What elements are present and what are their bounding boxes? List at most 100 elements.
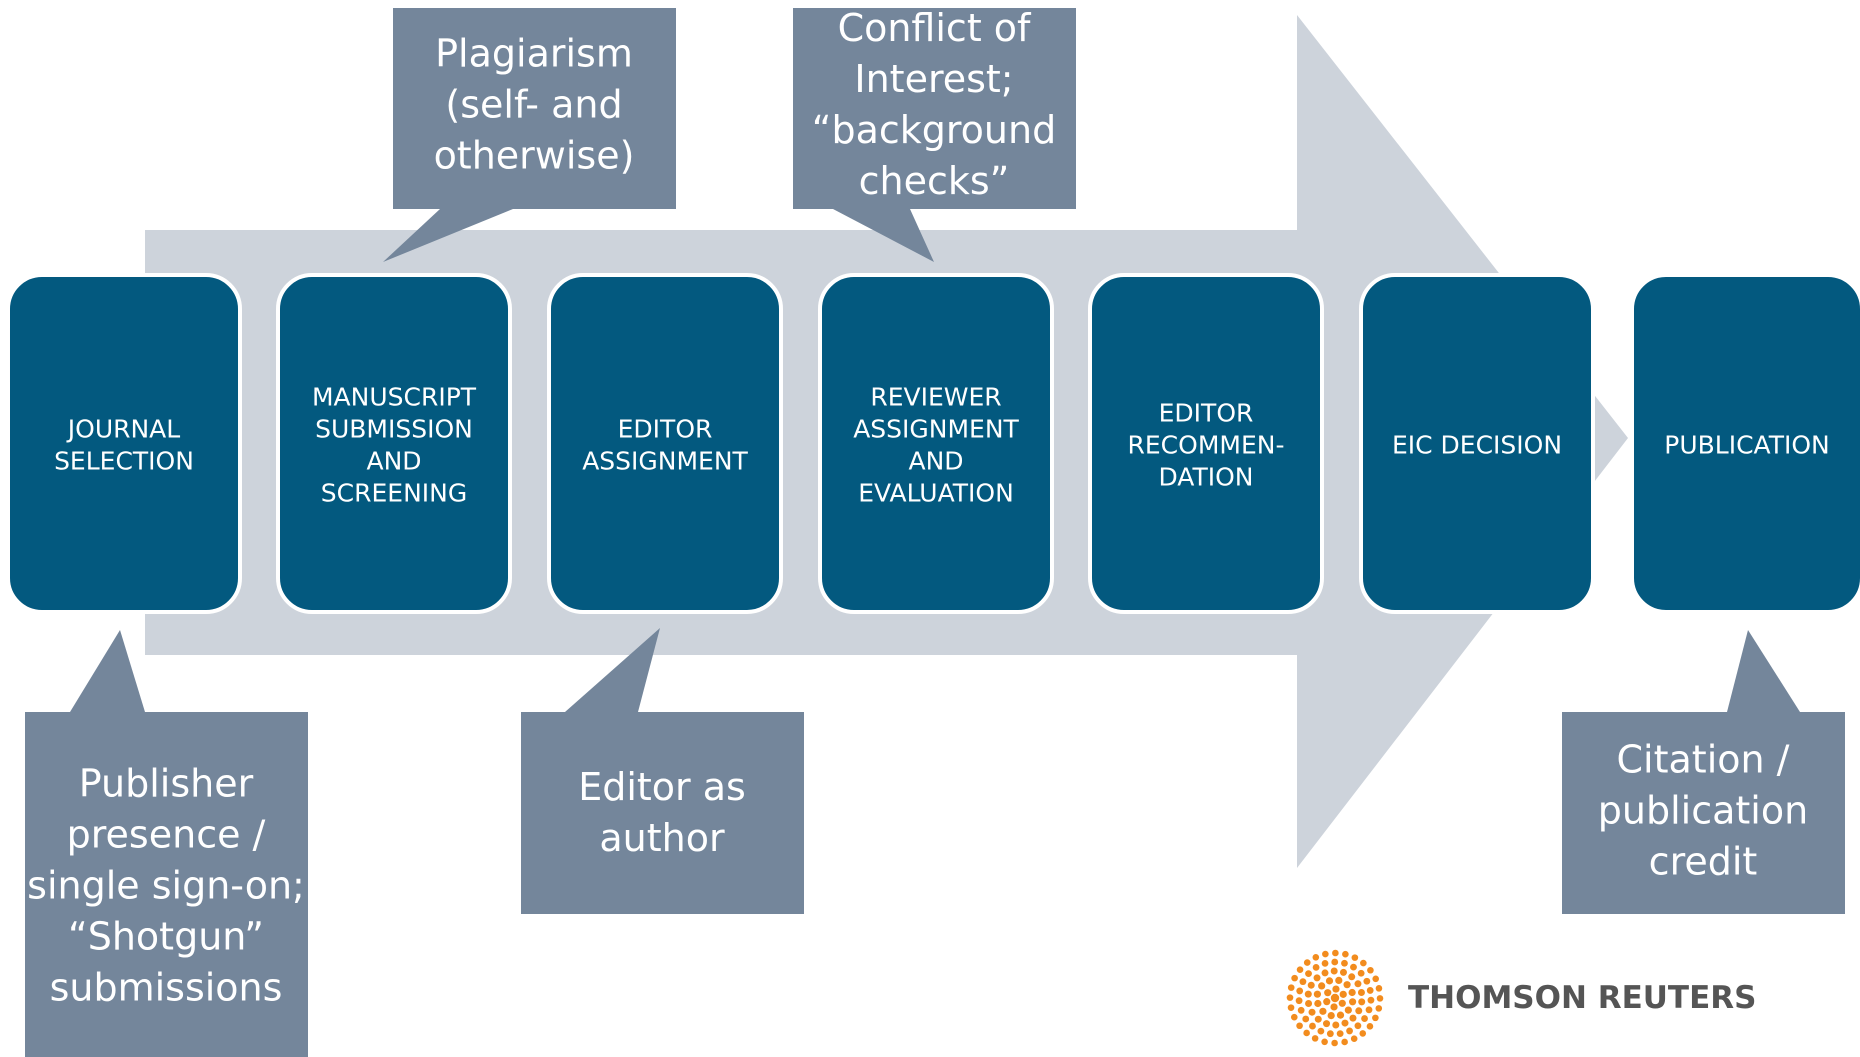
logo-dot (1358, 998, 1366, 1006)
logo-dot (1366, 987, 1374, 994)
stage-editor-assignment-box (547, 273, 783, 614)
callout-publisher-presence-pointer (70, 630, 145, 712)
logo-dot (1321, 969, 1329, 977)
logo-dot (1296, 987, 1304, 995)
callout-plagiarism-pointer (383, 209, 513, 262)
logo-dot (1346, 1027, 1353, 1035)
logo-dot (1311, 1035, 1319, 1042)
logo-dot (1305, 970, 1312, 978)
callout-conflict-of-interest-box (793, 8, 1076, 209)
logo-dot (1331, 1039, 1338, 1047)
logo-dot (1327, 1011, 1335, 1020)
logo-dot (1372, 1014, 1379, 1022)
logo-dot (1319, 1007, 1327, 1015)
logo-dot (1338, 999, 1346, 1007)
stage-manuscript-submission-label-line: AND (366, 447, 421, 476)
logo-dot (1290, 1013, 1298, 1021)
logo-dot (1336, 1030, 1344, 1038)
callout-citation-credit-label-line: publication (1598, 789, 1808, 833)
logo-dot (1323, 1020, 1331, 1028)
logo-dot (1341, 959, 1348, 967)
logo-dot (1342, 950, 1349, 958)
logo-dot (1286, 994, 1294, 1001)
stage-manuscript-submission-label-line: MANUSCRIPT (312, 383, 477, 412)
stage-reviewer-assignment-box (818, 273, 1054, 614)
stage-journal-selection-label-line: JOURNAL (66, 415, 181, 444)
logo-dot (1341, 1019, 1349, 1027)
logo-dot (1350, 1035, 1358, 1043)
logo-dot (1367, 966, 1374, 974)
stage-journal-selection-label-line: SELECTION (54, 447, 194, 476)
logo-dot (1314, 1015, 1322, 1023)
logo-dot (1341, 1038, 1348, 1046)
logo-dot (1287, 1004, 1295, 1011)
logo-dot (1354, 980, 1362, 988)
callout-publisher-presence-label-line: presence / (67, 813, 266, 857)
logo-dot (1357, 969, 1365, 977)
stage-eic-decision-label-line: EIC DECISION (1392, 431, 1562, 460)
logo-dot (1376, 995, 1384, 1002)
logo-dot (1303, 1029, 1310, 1037)
logo-dot (1296, 1022, 1303, 1030)
logo-dot (1322, 950, 1329, 958)
callout-publisher-presence-label-line: Publisher (79, 762, 254, 806)
logo-dot (1291, 974, 1298, 982)
logo-dot (1335, 976, 1343, 985)
stage-publication-box (1630, 273, 1860, 614)
logo-dot (1360, 959, 1367, 967)
stage-eic-decision-box (1359, 273, 1595, 614)
stage-publication-label-line: PUBLICATION (1664, 431, 1829, 460)
callout-plagiarism-label-line: otherwise) (434, 134, 635, 178)
stage-editor-assignment-label-line: EDITOR (618, 415, 713, 444)
callout-publisher-presence-label-line: single sign-on; (27, 864, 305, 908)
callout-editor-as-author-label-line: author (599, 816, 725, 860)
logo-dot (1314, 999, 1322, 1008)
logo-dot (1321, 1038, 1328, 1046)
logo-dot (1330, 1003, 1338, 1011)
logo-dot (1367, 996, 1375, 1004)
stage-eic-decision-label: EIC DECISION (1392, 431, 1562, 460)
callout-publisher-presence-box (25, 712, 308, 1057)
callout-publisher-presence-label-line: “Shotgun” (68, 915, 264, 959)
stage-publication-label: PUBLICATION (1664, 431, 1829, 460)
stage-reviewer-assignment-label-line: REVIEWER (870, 383, 1001, 412)
callout-publisher-presence: Publisher presence / single sign-on; “Shotg… (25, 630, 308, 1057)
callout-plagiarism-label-line: Plagiarism (435, 32, 633, 76)
logo-dot (1321, 960, 1329, 967)
logo-dot (1313, 990, 1322, 998)
stage-editor-recommendation-label-line: EDITOR (1159, 399, 1254, 428)
logo-dot (1359, 1030, 1367, 1037)
logo-dot (1336, 1011, 1345, 1019)
callout-conflict-of-interest-label-line: Conflict of (838, 6, 1032, 50)
logo-dot (1354, 1022, 1362, 1030)
callout-citation-credit-label-line: Citation / (1617, 738, 1790, 782)
logo-dot (1348, 998, 1357, 1006)
logo-dot (1308, 1008, 1316, 1016)
logo-dot (1330, 993, 1340, 1003)
logo-dot (1299, 978, 1307, 986)
callout-publisher-presence-label-line: submissions (50, 966, 283, 1010)
stage-reviewer-assignment-label-line: AND (908, 447, 963, 476)
logo-dot (1375, 1005, 1383, 1012)
logo-dot (1332, 949, 1339, 957)
logo-dot (1305, 999, 1313, 1007)
logo-dot (1312, 953, 1320, 961)
callout-conflict-of-interest-pointer (833, 209, 934, 262)
logo-dot (1297, 1006, 1305, 1014)
logo-dot (1304, 990, 1312, 998)
callout-conflict-of-interest-label-line: checks” (859, 159, 1010, 203)
logo-dot (1330, 967, 1338, 975)
stage-editor-recommendation-box (1088, 273, 1324, 614)
stage-eic-decision: EIC DECISION (1359, 273, 1595, 614)
